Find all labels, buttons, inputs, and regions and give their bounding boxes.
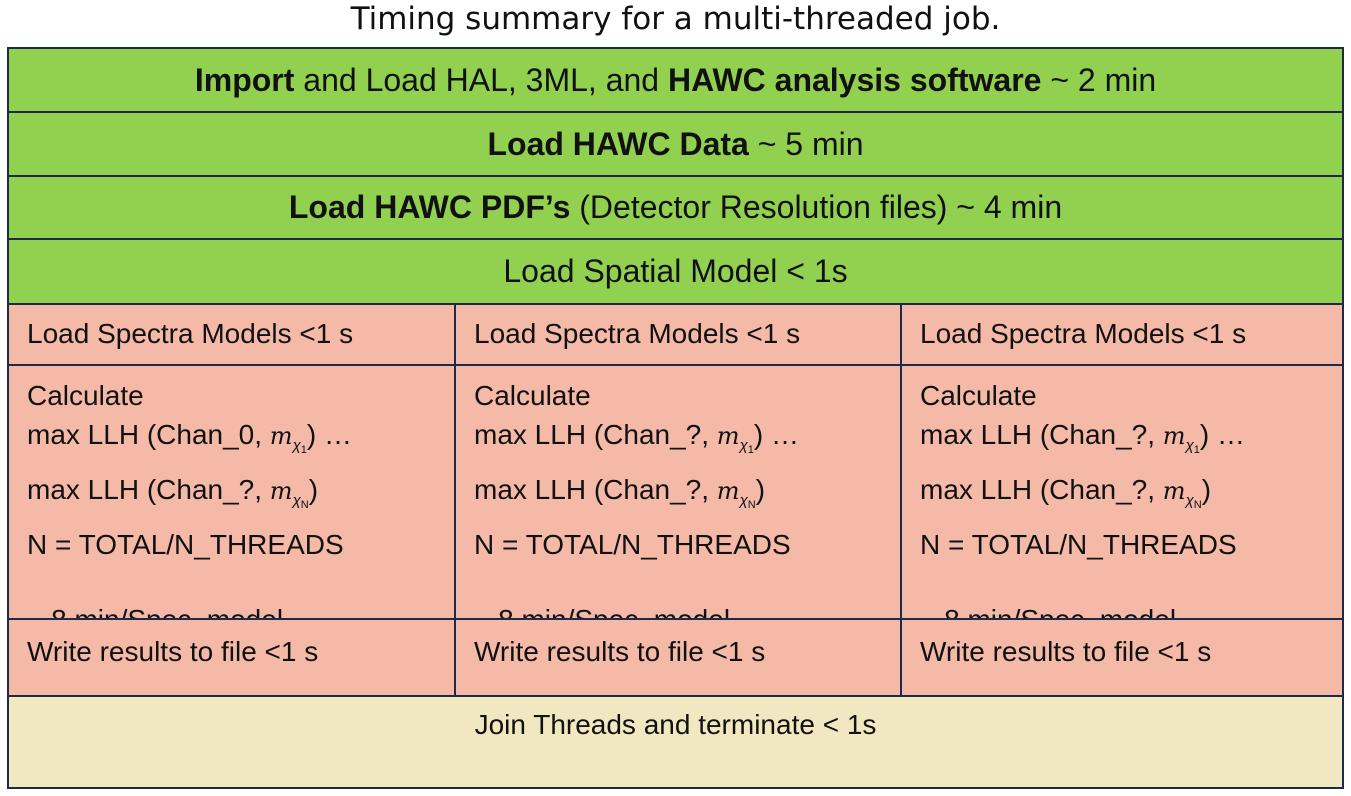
llh-prefix: max LLH (Chan_?, — [474, 419, 717, 450]
chi-index: 1 — [1193, 444, 1200, 456]
thread-3-llh-first: max LLH (Chan_?, mχ1) … — [920, 415, 1342, 470]
chi-text: χ — [739, 437, 748, 454]
import-row-text: and Load HAL, 3ML, and — [294, 62, 668, 98]
import-row-time: ~ 2 min — [1041, 62, 1157, 98]
chi-symbol: χN — [739, 492, 756, 511]
load-pdf-row: Load HAWC PDF’s (Detector Resolution fil… — [9, 177, 1342, 240]
mass-symbol: m — [269, 422, 293, 450]
calculate-row: Calculate max LLH (Chan_0, mχ1) … max LL… — [9, 366, 1342, 620]
chi-text: χ — [292, 437, 301, 454]
hawc-software-bold-label: HAWC analysis software — [667, 62, 1042, 98]
mass-symbol: m — [1162, 422, 1186, 450]
load-data-bold-label: Load HAWC Data — [487, 126, 749, 162]
thread-2-load-spectra-text: Load Spectra Models <1 s — [474, 318, 801, 349]
mass-symbol: m — [716, 477, 740, 505]
thread-2-calc-time: ~ 8 min/Spec_model — [474, 600, 900, 618]
llh-prefix: max LLH (Chan_?, — [474, 474, 717, 505]
thread-3-n-formula: N = TOTAL/N_THREADS — [920, 529, 1237, 560]
load-spatial-row: Load Spatial Model < 1s — [9, 240, 1342, 305]
chi-text: χ — [1185, 437, 1194, 454]
load-spectra-row: Load Spectra Models <1 s Load Spectra Mo… — [9, 305, 1342, 366]
join-threads-text: Join Threads and terminate < 1s — [474, 709, 877, 740]
mass-symbol: m — [716, 422, 740, 450]
thread-1-calc-time: ~ 8 min/Spec_model — [27, 600, 454, 618]
llh-suffix: ) — [1201, 474, 1212, 505]
thread-1-llh-first: max LLH (Chan_0, mχ1) … — [27, 415, 454, 470]
thread-2-n-formula: N = TOTAL/N_THREADS — [474, 529, 791, 560]
load-spatial-text: Load Spatial Model < 1s — [503, 253, 848, 289]
thread-2-write: Write results to file <1 s — [454, 620, 900, 695]
thread-1-llh-last: max LLH (Chan_?, mχN) — [27, 470, 454, 525]
thread-3-calc-time: ~ 8 min/Spec_model — [920, 600, 1342, 618]
chi-symbol: χ1 — [292, 437, 307, 456]
thread-2-llh-first: max LLH (Chan_?, mχ1) … — [474, 415, 900, 470]
chi-index: N — [300, 499, 309, 511]
llh-prefix: max LLH (Chan_0, — [27, 419, 270, 450]
write-results-row: Write results to file <1 s Write results… — [9, 620, 1342, 697]
chi-text: χ — [1185, 492, 1194, 509]
llh-prefix: max LLH (Chan_?, — [920, 474, 1163, 505]
thread-1-load-spectra: Load Spectra Models <1 s — [9, 305, 454, 364]
llh-suffix: ) … — [1199, 419, 1245, 450]
thread-3-calc-title: Calculate — [920, 380, 1037, 411]
join-threads-row: Join Threads and terminate < 1s — [9, 697, 1342, 787]
thread-3-load-spectra: Load Spectra Models <1 s — [900, 305, 1342, 364]
thread-1-write: Write results to file <1 s — [9, 620, 454, 695]
thread-3-write: Write results to file <1 s — [900, 620, 1342, 695]
thread-3-llh-last: max LLH (Chan_?, mχN) — [920, 470, 1342, 525]
chi-text: χ — [739, 492, 748, 509]
llh-suffix: ) — [755, 474, 766, 505]
mass-symbol: m — [1162, 477, 1186, 505]
load-pdf-text: (Detector Resolution files) ~ 4 min — [570, 189, 1063, 225]
timing-table: Import and Load HAL, 3ML, and HAWC analy… — [7, 47, 1344, 789]
llh-prefix: max LLH (Chan_?, — [27, 474, 270, 505]
thread-2-load-spectra: Load Spectra Models <1 s — [454, 305, 900, 364]
load-data-row: Load HAWC Data ~ 5 min — [9, 113, 1342, 177]
load-data-time: ~ 5 min — [748, 126, 864, 162]
thread-2-calc-title: Calculate — [474, 380, 591, 411]
import-bold-label: Import — [194, 62, 295, 98]
chi-index: 1 — [747, 444, 754, 456]
chi-text: χ — [292, 492, 301, 509]
chi-index: N — [1193, 499, 1202, 511]
chi-symbol: χ1 — [1185, 437, 1200, 456]
thread-3-write-text: Write results to file <1 s — [920, 636, 1212, 667]
chi-symbol: χ1 — [739, 437, 754, 456]
llh-suffix: ) … — [306, 419, 352, 450]
import-row: Import and Load HAL, 3ML, and HAWC analy… — [9, 49, 1342, 113]
llh-suffix: ) — [308, 474, 319, 505]
load-pdf-bold-label: Load HAWC PDF’s — [288, 189, 571, 225]
chi-index: N — [747, 499, 756, 511]
chi-symbol: χN — [1185, 492, 1202, 511]
thread-1-calc-title: Calculate — [27, 380, 144, 411]
thread-1-load-spectra-text: Load Spectra Models <1 s — [27, 318, 354, 349]
thread-1-write-text: Write results to file <1 s — [27, 636, 319, 667]
llh-prefix: max LLH (Chan_?, — [920, 419, 1163, 450]
thread-2-calculate: Calculate max LLH (Chan_?, mχ1) … max LL… — [454, 366, 900, 618]
thread-2-write-text: Write results to file <1 s — [474, 636, 766, 667]
figure-caption: Timing summary for a multi-threaded job. — [350, 1, 1001, 37]
thread-1-calculate: Calculate max LLH (Chan_0, mχ1) … max LL… — [9, 366, 454, 618]
thread-3-load-spectra-text: Load Spectra Models <1 s — [920, 318, 1247, 349]
thread-2-llh-last: max LLH (Chan_?, mχN) — [474, 470, 900, 525]
chi-index: 1 — [300, 444, 307, 456]
thread-3-calculate: Calculate max LLH (Chan_?, mχ1) … max LL… — [900, 366, 1342, 618]
thread-1-n-formula: N = TOTAL/N_THREADS — [27, 529, 344, 560]
mass-symbol: m — [269, 477, 293, 505]
chi-symbol: χN — [292, 492, 309, 511]
llh-suffix: ) … — [753, 419, 799, 450]
